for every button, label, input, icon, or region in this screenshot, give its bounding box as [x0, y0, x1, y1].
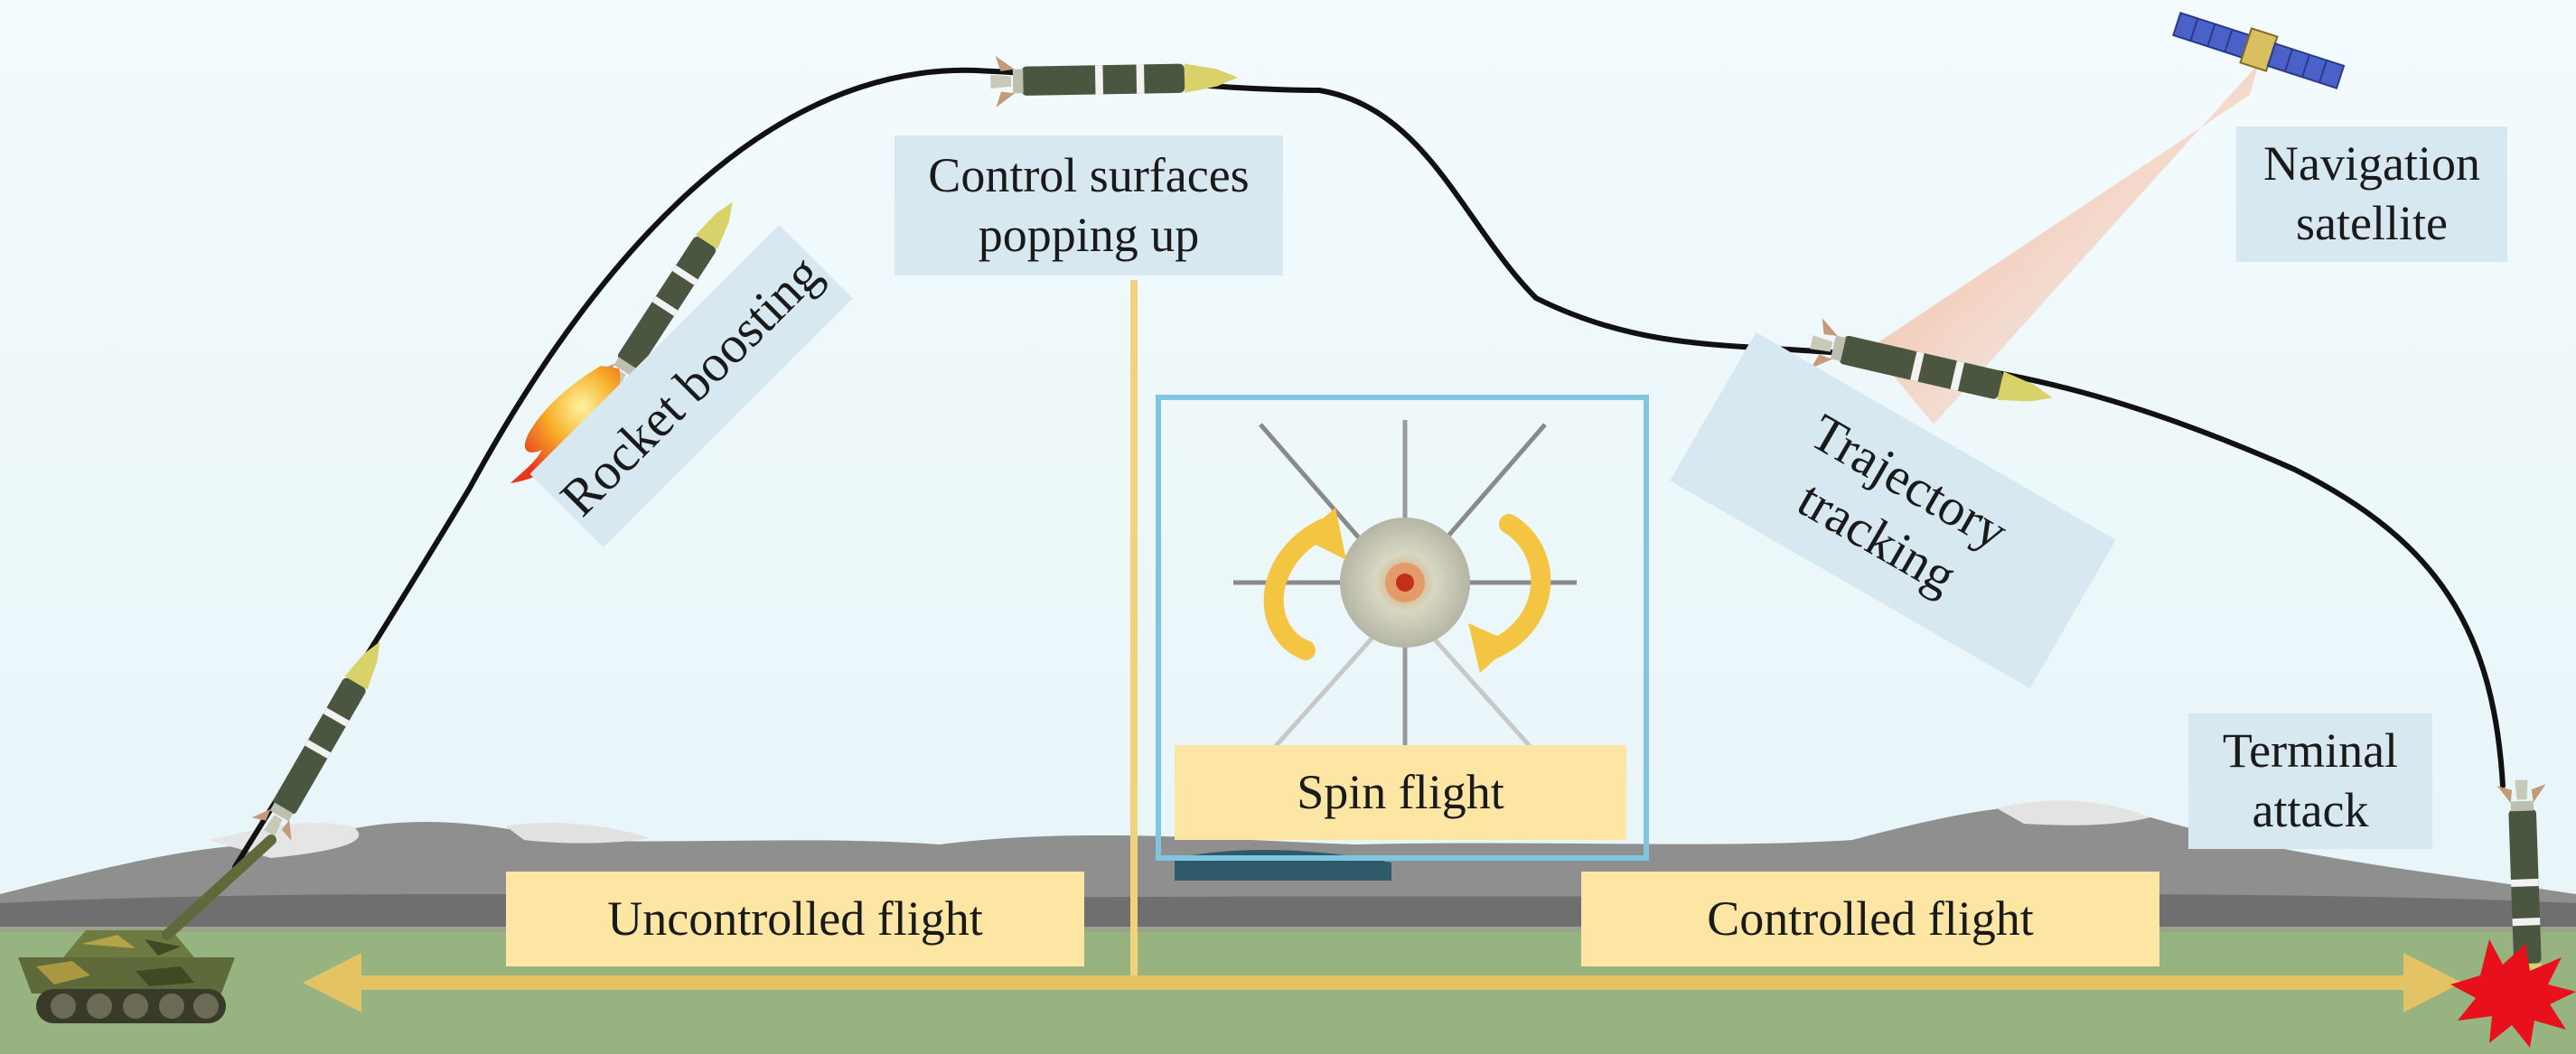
tank-icon	[18, 835, 276, 1023]
satellite-icon	[2172, 11, 2346, 89]
navigation-satellite-text: Navigation satellite	[2263, 136, 2480, 250]
rocket-flame	[511, 366, 621, 483]
control-surfaces-label: Control surfaces popping up	[895, 135, 1283, 275]
uncontrolled-flight-label: Uncontrolled flight	[506, 872, 1084, 966]
spin-arrow-left-head	[1301, 508, 1346, 560]
ground	[0, 928, 2576, 1054]
satellite-beam	[1870, 63, 2259, 424]
control-surfaces-text: Control surfaces popping up	[928, 147, 1250, 262]
spin-projectile-icon	[1233, 420, 1577, 777]
spin-arrow-right-head	[1468, 623, 1513, 673]
terminal-attack-label: Terminal attack	[2188, 714, 2432, 849]
navigation-satellite-label: Navigation satellite	[2236, 126, 2507, 262]
phase-divider-line	[1130, 280, 1138, 984]
spin-arrow-left	[1263, 518, 1334, 660]
spin-arrow-right	[1481, 514, 1551, 660]
controlled-flight-label: Controlled flight	[1581, 872, 2159, 966]
controlled-flight-text: Controlled flight	[1707, 891, 2034, 946]
terminal-attack-text: Terminal attack	[2222, 723, 2399, 837]
horizon-band	[0, 927, 2576, 932]
spin-flight-frame	[1156, 395, 1649, 861]
spin-flight-label: Spin flight	[1175, 745, 1626, 840]
timeline-arrow	[303, 953, 2462, 1012]
explosion-icon	[2450, 939, 2576, 1048]
trajectory-curve	[232, 67, 2506, 870]
spin-flight-text: Spin flight	[1297, 764, 1504, 819]
uncontrolled-flight-text: Uncontrolled flight	[607, 891, 983, 946]
